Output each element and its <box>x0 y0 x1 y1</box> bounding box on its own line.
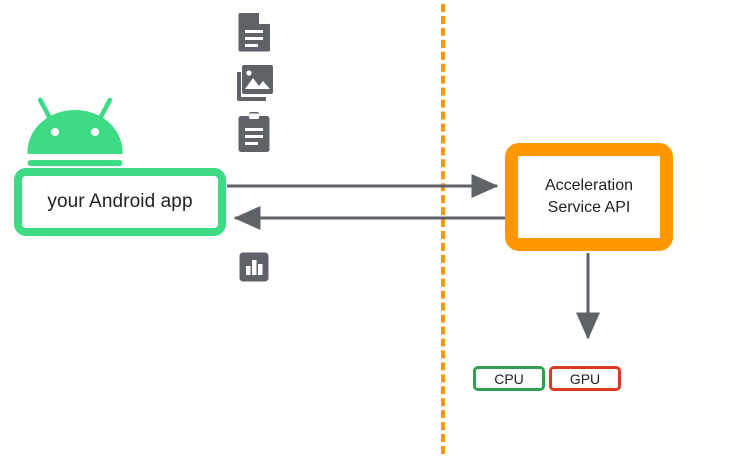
gpu-chip-label: GPU <box>569 370 601 387</box>
your-android-app-label: your Android app <box>47 191 193 212</box>
android-robot-icon <box>22 96 128 170</box>
document-icon <box>237 12 271 52</box>
cpu-chip[interactable]: CPU <box>473 366 545 391</box>
api-box-label-line1: Acceleration <box>544 177 634 195</box>
acceleration-service-api-box[interactable]: Acceleration Service API <box>505 143 673 251</box>
images-icon <box>236 64 274 102</box>
clipboard-icon <box>237 112 271 152</box>
process-boundary-line <box>441 4 445 454</box>
api-box-label-line2: Service API <box>547 199 631 216</box>
gpu-chip[interactable]: GPU <box>549 366 621 391</box>
analytics-icon <box>239 252 269 282</box>
cpu-chip-label: CPU <box>494 370 524 387</box>
your-android-app-box[interactable]: your Android app <box>14 168 226 236</box>
